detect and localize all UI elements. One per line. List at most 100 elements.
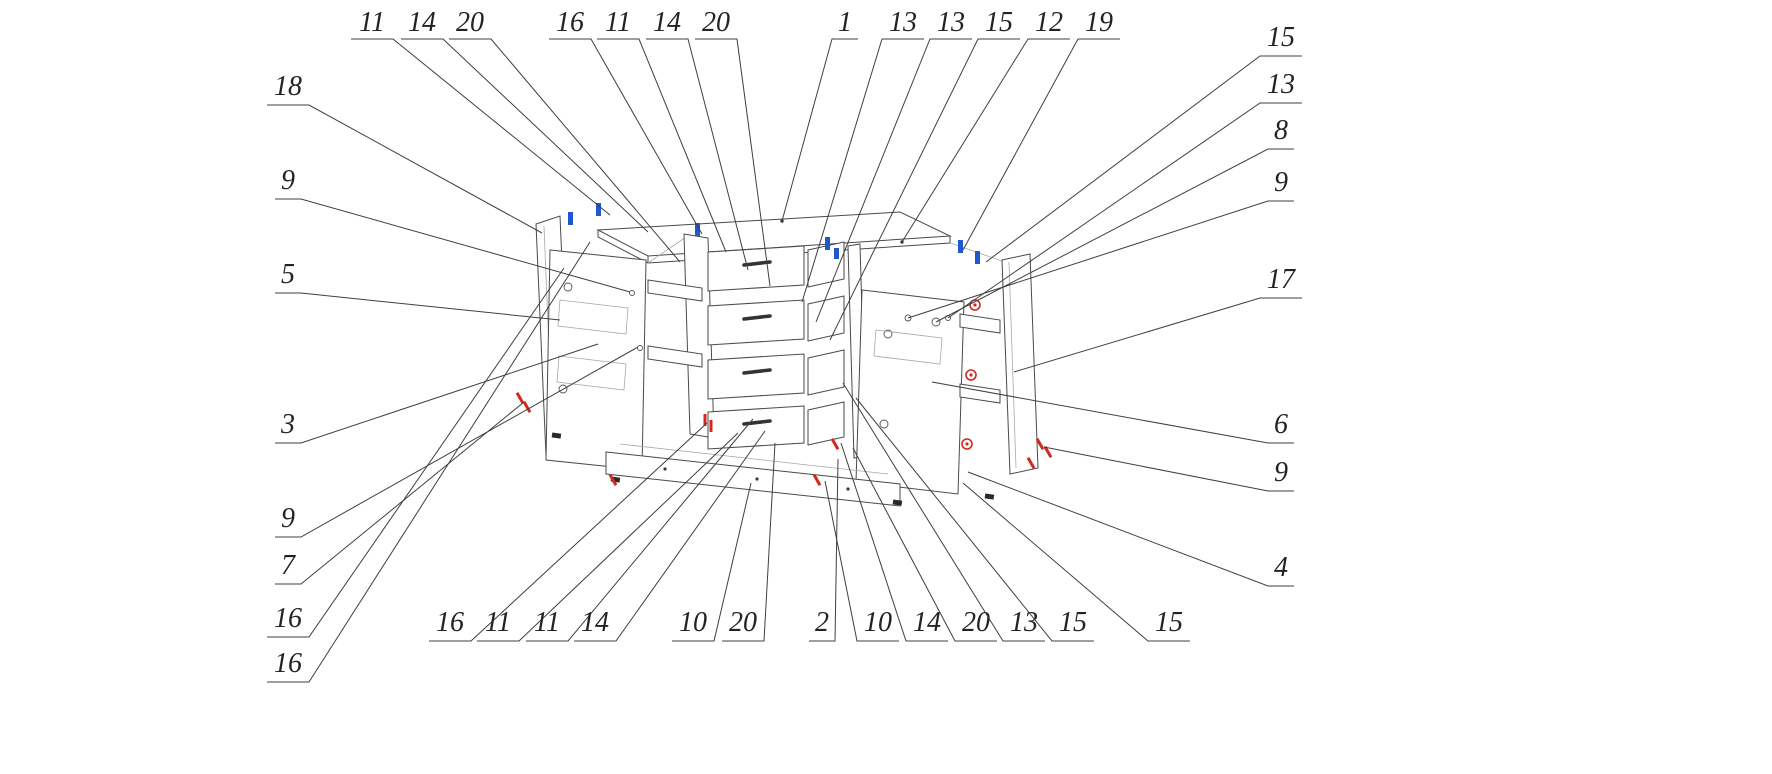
callout-number: 15 [1267, 22, 1295, 53]
callout-number: 20 [962, 607, 990, 638]
callout-number: 16 [274, 648, 302, 679]
callout-top-12: 12 [901, 7, 1070, 243]
hinge-fitting-icon [596, 203, 601, 216]
callout-number: 18 [274, 71, 302, 102]
leader-line [429, 422, 708, 642]
right-side-panel-face [1001, 253, 1039, 475]
leader-line [829, 38, 1020, 341]
callout-bottom-10: 20 [852, 447, 997, 642]
shelf-right-upper [959, 313, 1001, 334]
callout-left-06: 7 [275, 401, 525, 585]
callout-number: 16 [274, 603, 302, 634]
cam-lock-center [965, 442, 969, 446]
callout-left-01: 18 [267, 71, 543, 234]
screws-red [515, 392, 1053, 486]
callout-top-08: 1 [781, 7, 858, 222]
callout-bottom-04: 14 [574, 430, 766, 642]
callout-number: 13 [889, 7, 917, 38]
leader-line [275, 343, 599, 444]
callout-number: 14 [913, 607, 941, 638]
bracket-icon [892, 499, 903, 506]
callout-number: 6 [1274, 409, 1288, 440]
shelf-pin-icon [637, 345, 643, 351]
leader-line [549, 38, 703, 235]
drawer-side-panel [807, 401, 845, 446]
hidden-detail [556, 355, 627, 391]
callout-top-07: 20 [695, 7, 771, 287]
leader-line [275, 401, 525, 585]
hinge-cup-icon [879, 419, 889, 429]
screw-icon [522, 401, 532, 413]
hinge-fitting-icon [695, 223, 700, 236]
callout-bottom-02: 11 [477, 432, 739, 642]
leader-line [1013, 297, 1302, 373]
callout-bottom-11: 13 [842, 382, 1045, 642]
callout-number: 11 [359, 7, 385, 38]
callout-number: 12 [1035, 7, 1063, 38]
leader-line [597, 38, 727, 253]
drawer-front [707, 405, 805, 450]
callout-number: 13 [1010, 607, 1038, 638]
callout-bottom-09: 14 [840, 442, 948, 642]
alignment-line [647, 236, 687, 264]
callout-number: 13 [937, 7, 965, 38]
hinge-fittings-blue [568, 203, 980, 264]
leader-line [815, 38, 972, 323]
cam-lock-icon [961, 438, 973, 450]
leader-line [267, 267, 565, 638]
hinge-fitting-icon [834, 248, 839, 259]
callout-right-02: 13 [947, 69, 1302, 319]
drawer-front [707, 299, 805, 346]
callout-number: 16 [436, 607, 464, 638]
callout-left-04: 3 [275, 343, 599, 444]
callout-number: 14 [653, 7, 681, 38]
callout-number: 9 [281, 165, 295, 196]
leader-line [672, 482, 752, 642]
callout-right-07: 9 [1043, 446, 1294, 492]
callout-left-05: 9 [275, 346, 639, 538]
hinge-cup-icon [563, 282, 573, 292]
shelf-left-lower [647, 345, 703, 368]
callout-number: 14 [581, 607, 609, 638]
leader-line [852, 447, 997, 642]
hinge-fitting-icon [568, 212, 573, 225]
shelf-pin-icon [629, 290, 635, 296]
leader-line [351, 38, 611, 216]
cam-lock-icon [965, 369, 977, 381]
screw-icon [608, 474, 618, 486]
plinth-back-rail [619, 443, 889, 475]
screw-icon [1026, 457, 1036, 469]
callout-number: 8 [1274, 115, 1288, 146]
hidden-detail [873, 329, 943, 365]
callout-right-03: 8 [935, 115, 1294, 323]
callout-number: 14 [408, 7, 436, 38]
fastener-dot [846, 487, 850, 491]
screw-icon [830, 438, 840, 450]
callout-top-04: 16 [549, 7, 703, 235]
callout-left-03: 5 [275, 259, 561, 321]
leader-line [526, 418, 754, 642]
drawer-3 [707, 349, 845, 400]
callout-number: 11 [605, 7, 631, 38]
leader-line [842, 382, 1045, 642]
screw-icon [812, 474, 822, 486]
leader-line [801, 38, 924, 303]
callout-bottom-01: 16 [429, 422, 708, 642]
leader-line [275, 198, 631, 293]
hinge-fitting-icon [958, 240, 963, 253]
callout-top-10: 13 [815, 7, 972, 323]
callout-top-01: 11 [351, 7, 611, 216]
leader-line [449, 38, 681, 263]
drawer-front [707, 353, 805, 400]
leader-line [646, 38, 749, 271]
cam-lock-center [969, 373, 973, 377]
leader-line [722, 442, 776, 642]
drawer-handle [742, 368, 772, 375]
callout-number: 7 [281, 550, 296, 581]
callout-right-04: 9 [907, 167, 1294, 319]
callout-number: 20 [456, 7, 484, 38]
callout-right-05: 17 [1013, 264, 1302, 373]
leader-line [1043, 446, 1294, 492]
drawer-side-panel [807, 295, 845, 342]
callout-number: 1 [838, 7, 852, 38]
